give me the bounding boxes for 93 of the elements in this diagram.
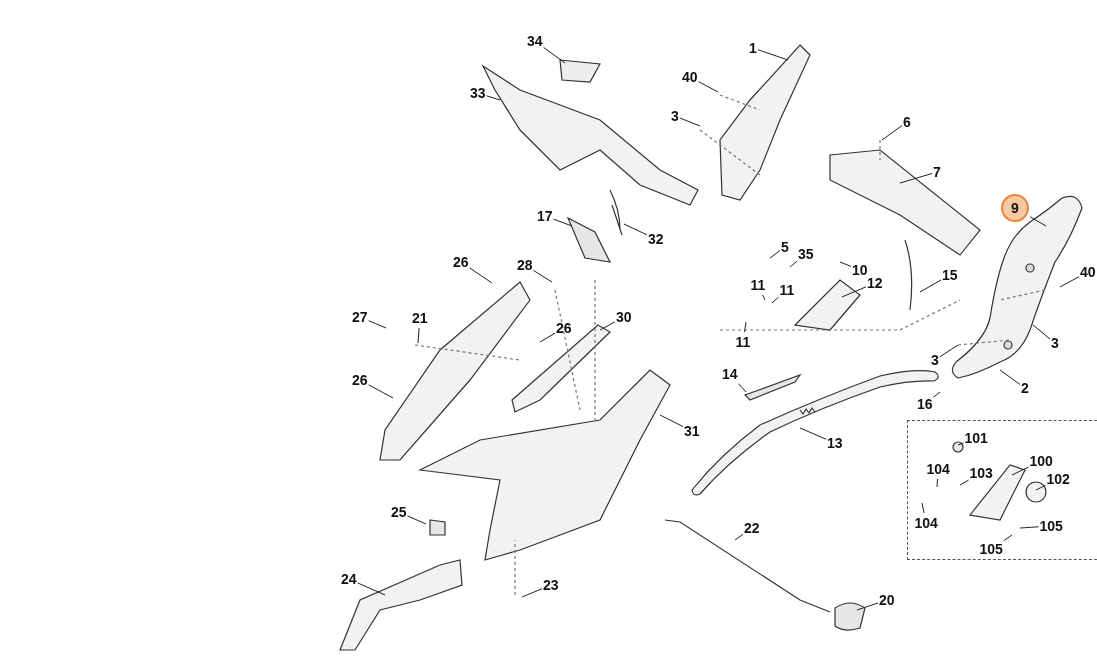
leader-line (368, 320, 387, 329)
callout-number: 11 (779, 281, 795, 299)
callout-number: 14 (722, 365, 738, 383)
callout-number: 15 (942, 266, 958, 284)
leader-line (771, 296, 779, 304)
leader-line (919, 279, 942, 293)
leader-line (623, 223, 648, 236)
callout-number: 35 (798, 245, 814, 263)
leader-line (1011, 466, 1029, 476)
leader-line (533, 270, 553, 283)
leader-line (999, 369, 1021, 385)
leader-line (1003, 534, 1013, 541)
callout-number: 26 (556, 319, 572, 337)
leader-line (357, 582, 386, 596)
callout-number: 17 (537, 207, 553, 225)
highlighted-callout-number: 9 (1001, 194, 1029, 222)
leader-line (856, 602, 879, 611)
leader-line (762, 294, 766, 301)
callout-number: 105 (979, 540, 1003, 558)
callout-number: 31 (684, 422, 700, 440)
callout-number: 33 (470, 84, 486, 102)
leader-line (839, 261, 852, 267)
callout-number: 10 (852, 261, 868, 279)
leader-line (957, 442, 964, 446)
leader-line (734, 533, 744, 541)
leader-line (744, 321, 747, 333)
leader-line (933, 391, 941, 398)
leader-line (1019, 526, 1039, 529)
callout-number: 23 (543, 576, 559, 594)
leader-line (881, 125, 903, 141)
callout-number: 40 (1080, 263, 1096, 281)
callout-number: 28 (517, 256, 533, 274)
callout-number: 26 (352, 371, 368, 389)
callout-number: 30 (616, 308, 632, 326)
callout-number: 11 (750, 276, 766, 294)
callout-number: 100 (1029, 452, 1053, 470)
callout-number: 27 (352, 308, 368, 326)
leader-line (521, 588, 543, 598)
leader-line (738, 383, 747, 393)
callout-number: 20 (879, 591, 895, 609)
leader-line (599, 321, 616, 331)
leader-line (789, 260, 798, 268)
leader-line (659, 414, 684, 428)
leader-line (921, 502, 925, 514)
leader-line (841, 286, 867, 298)
callout-number: 16 (917, 395, 933, 413)
callout-number: 7 (933, 163, 941, 181)
callout-number: 5 (781, 238, 789, 256)
callout-number: 3 (931, 351, 939, 369)
leader-line (757, 49, 789, 61)
callout-number: 3 (1051, 334, 1059, 352)
callout-number: 22 (744, 519, 760, 537)
leader-line (539, 332, 556, 343)
leader-line (799, 427, 827, 440)
leader-line (1035, 484, 1046, 491)
leader-line (543, 46, 566, 64)
callout-number: 6 (903, 113, 911, 131)
callout-number: 12 (867, 274, 883, 292)
callout-number: 13 (827, 434, 843, 452)
leader-line (769, 250, 781, 259)
callout-number: 34 (527, 32, 543, 50)
leader-line (959, 479, 969, 486)
callout-number: 104 (914, 514, 938, 532)
group-frame (907, 420, 1097, 560)
callout-number: 102 (1046, 470, 1070, 488)
leader-line (368, 384, 394, 399)
callout-number: 26 (453, 253, 469, 271)
leader-line (939, 344, 959, 358)
callout-number: 2 (1021, 379, 1029, 397)
callout-number: 32 (648, 230, 664, 248)
callout-number: 40 (682, 68, 698, 86)
leader-line (1032, 324, 1051, 340)
leader-line (1029, 216, 1047, 227)
leader-line (417, 327, 420, 344)
leader-line (407, 515, 427, 525)
leader-line (553, 218, 573, 227)
callout-number: 24 (341, 570, 357, 588)
callout-number: 103 (969, 464, 993, 482)
callout-number: 1 (749, 39, 757, 57)
leader-line (936, 478, 938, 488)
callout-number: 3 (671, 107, 679, 125)
callout-number: 25 (391, 503, 407, 521)
leader-line (679, 117, 701, 127)
leader-line (698, 81, 719, 93)
callout-number: 105 (1039, 517, 1063, 535)
callout-number: 21 (412, 309, 428, 327)
callout-number: 104 (926, 460, 950, 478)
callout-number: 11 (735, 333, 751, 351)
leader-line (469, 267, 493, 284)
leader-line (1059, 276, 1080, 288)
callout-number: 101 (964, 429, 988, 447)
leader-line (899, 173, 933, 184)
leader-line (486, 95, 501, 101)
